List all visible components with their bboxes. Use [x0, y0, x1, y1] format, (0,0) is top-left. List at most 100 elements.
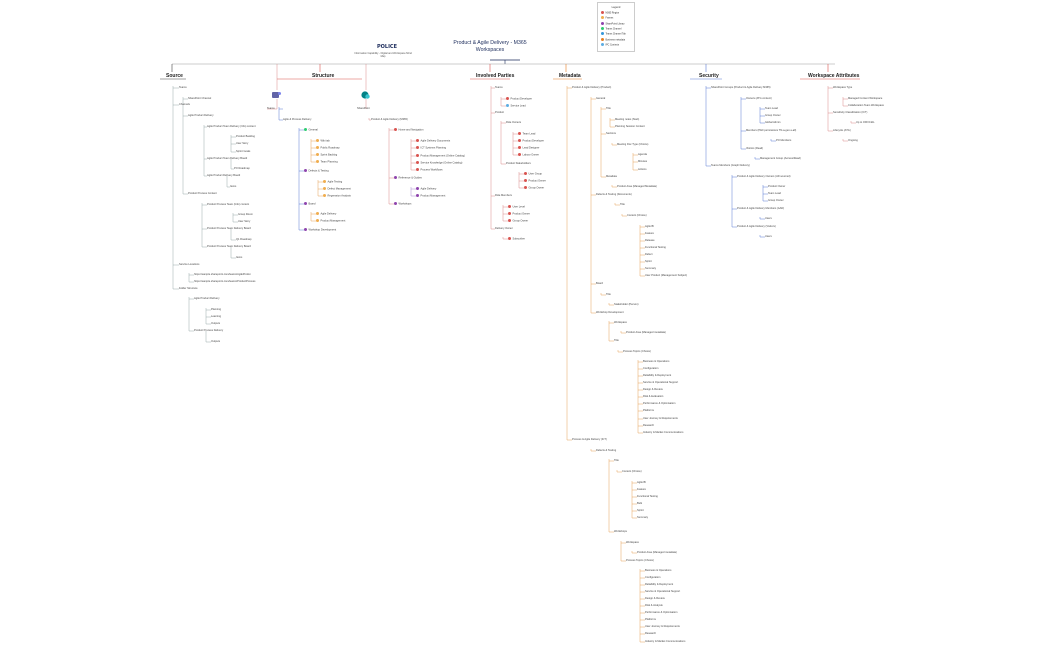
tree-node: Summary	[645, 267, 657, 270]
tree-node: Group Room	[238, 213, 253, 216]
tree-node: Workspace	[614, 321, 627, 324]
tree-node: General	[596, 97, 606, 100]
person-icon	[506, 97, 509, 100]
branch-source: Source	[166, 73, 183, 79]
tree-node: Title	[606, 293, 611, 296]
tree-node: Sprint Backlog	[316, 153, 337, 157]
tree-node: Team Lead	[768, 192, 781, 195]
library-icon	[416, 168, 419, 171]
tree-node: Q1 Roadmap	[236, 238, 252, 241]
tree-node: Management Group (Access/Read)	[760, 157, 801, 160]
legend-item: Teams Channel	[601, 27, 634, 31]
tree-node: Agile Bl	[645, 225, 654, 228]
tree-node: Bulk	[637, 502, 643, 505]
tree-node: Lifecycle (ATG)	[833, 129, 851, 132]
tab-icon	[316, 139, 319, 142]
tree-node: Defects & Testing (Documents)	[596, 193, 632, 196]
tree-node: Ongoing	[848, 139, 858, 142]
tree-node: Team Lead	[518, 132, 535, 136]
tree-node: Agile Delivery Documents	[416, 139, 450, 143]
tree-node: Product Process Team (Info) content	[207, 203, 250, 206]
person-icon	[524, 172, 527, 175]
tab-icon	[316, 146, 319, 149]
tree-node: Product & Agile Delivery Members (AAD)	[737, 207, 785, 210]
tree-node: Service Knowledge (Online Catalog)	[416, 161, 462, 165]
tree-node: User Group	[524, 172, 542, 176]
tree-node: Meeting Doc Type (Choice)	[617, 143, 649, 146]
logo-text: POLICE	[377, 44, 398, 50]
person-icon	[518, 153, 521, 156]
tree-node: Agenda	[638, 153, 647, 156]
tree-node: Owners (ATG content)	[746, 97, 772, 100]
tree-node: Outputs	[211, 322, 221, 325]
tree-node: SharePoint Groups (Product & Agile Deliv…	[711, 86, 771, 89]
tree-node: Group Owner	[765, 114, 781, 117]
tree-node: Reference & Guides	[394, 176, 422, 180]
crest-icon: POLICE	[372, 42, 402, 50]
tree-node: Product Backlog	[236, 135, 255, 138]
tree-node: Public Roadmap	[316, 146, 340, 150]
channel-icon	[304, 202, 307, 205]
tree-node: Performance & Optimisation	[645, 611, 678, 614]
tree-node: Workspace	[626, 541, 639, 544]
tree-node: Service & Operational Support	[645, 590, 681, 593]
tree-node: Title	[614, 459, 619, 462]
tree-node: Feature	[637, 488, 646, 491]
tree-node: General	[304, 128, 318, 132]
legend-dot-icon	[601, 21, 604, 25]
tree-node: Regression Analysis	[323, 194, 351, 198]
tree-node: Meeting notes (Start)	[615, 118, 640, 121]
library-icon	[416, 154, 419, 157]
tree-node: Product Process Content	[188, 192, 217, 195]
tree-node: Product Owner	[524, 179, 546, 183]
legend-dot-icon	[601, 27, 604, 31]
library-icon	[394, 176, 397, 179]
tree-node: Product & Agile Delivery (Product)	[572, 86, 612, 89]
tree-node: Subscriber	[508, 237, 525, 241]
library-icon	[416, 187, 419, 190]
tree-node: Title	[614, 339, 619, 342]
branch-structure: Structure	[312, 73, 335, 79]
tree-node: Performance & Optimisation	[643, 402, 676, 405]
tree-node: Product & Agile Delivery Owners (AD sour…	[737, 175, 791, 178]
tree-node: Metadata	[606, 175, 617, 178]
tree-node: Agile Bl	[637, 481, 646, 484]
person-icon	[506, 104, 509, 107]
page-subtitle: Information Capability - Digital and Wor…	[354, 52, 412, 59]
branch-metadata: Metadata	[559, 73, 581, 79]
tree-node: Agile Product Delivery	[188, 114, 214, 117]
person-icon	[518, 132, 521, 135]
tree-node: Managed Content Workspace	[848, 97, 883, 100]
tab-icon	[316, 160, 319, 163]
branch-involved-parties: Involved Parties	[476, 73, 515, 79]
tree-node: Agile Product Team Delivery (Info) conte…	[207, 125, 256, 128]
tree-node: Role Members	[495, 194, 512, 197]
tree-node: Product Process Team Delivery Board	[207, 227, 251, 230]
library-icon	[416, 194, 419, 197]
person-icon	[524, 186, 527, 189]
tree-node: User Journey & Requirements	[643, 417, 678, 420]
tree-node: Process Workflows	[416, 168, 443, 172]
tree-node: Service Lead	[506, 104, 526, 108]
tab-icon	[316, 212, 319, 215]
tree-node: SharePoint	[357, 107, 370, 110]
tree-node: Channels	[179, 103, 190, 106]
tree-node: Collaboration Team Workspace	[848, 104, 884, 107]
tree-node: Teams	[267, 107, 275, 110]
tree-node: https://sample.sharepoint.com/teams/Prod…	[194, 280, 256, 283]
tree-node: Business & Operations	[643, 360, 670, 363]
tree-node: Functional Testing	[645, 246, 666, 249]
channel-icon	[304, 228, 307, 231]
tree-node: Agile Product Delivery	[194, 297, 220, 300]
legend-dot-icon	[601, 10, 604, 14]
tree-node: Product Process Delivery	[194, 329, 224, 332]
tree-node: Group Owner	[508, 219, 528, 223]
person-icon	[508, 237, 511, 240]
tree-node: PO Members	[776, 139, 792, 142]
tree-node: Planning	[211, 308, 222, 311]
tab-icon	[323, 180, 326, 183]
tree-node: Stakeholder (Person)	[614, 303, 639, 306]
tree-node: Defects & Testing	[596, 449, 617, 452]
tree-node: Folder Structure	[179, 287, 198, 290]
